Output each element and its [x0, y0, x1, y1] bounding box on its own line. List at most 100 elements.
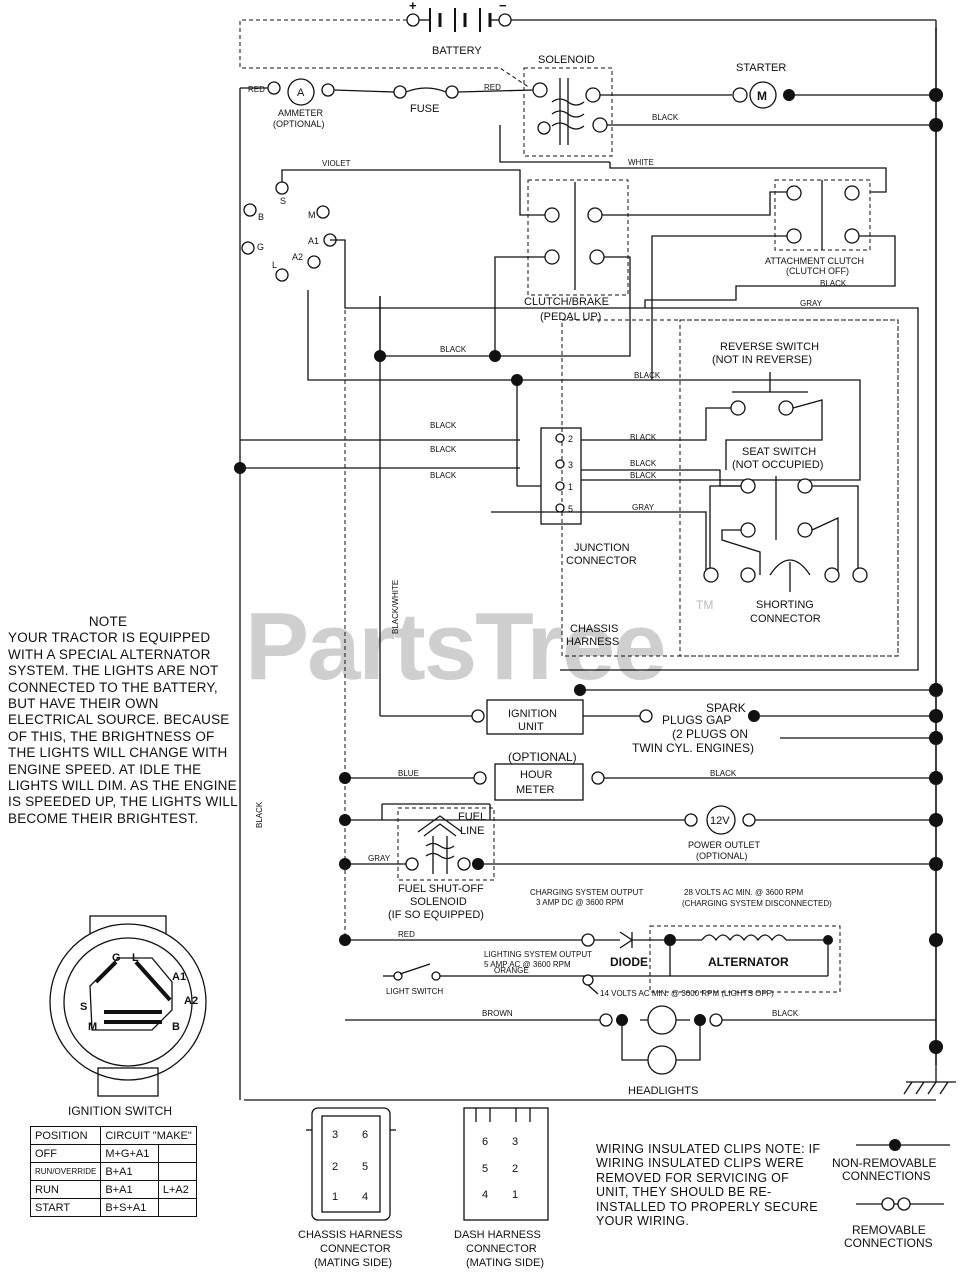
switch-face-m: M [88, 1021, 97, 1033]
wire-label-black-3: BLACK [440, 345, 467, 354]
chassis-pin-4: 4 [362, 1191, 368, 1203]
headlight-icon-1 [647, 1005, 677, 1035]
alternator-box [649, 925, 841, 993]
wire-label-black-2: BLACK [820, 279, 847, 288]
ignition-switch-label: IGNITION SWITCH [68, 1104, 172, 1118]
ammeter-optional: (OPTIONAL) [273, 119, 325, 129]
hour-meter [494, 763, 584, 801]
seat-switch-sub: (NOT OCCUPIED) [732, 459, 823, 471]
wire-label-blue: BLUE [398, 769, 419, 778]
spark-label-4: TWIN CYL. ENGINES) [632, 741, 754, 755]
dash-pin-2: 2 [512, 1163, 518, 1175]
table-cell: L+A2 [157, 1180, 197, 1199]
power-outlet-2: (OPTIONAL) [696, 851, 748, 861]
table-cell: OFF [29, 1144, 102, 1163]
spark-label-2: PLUGS GAP [662, 713, 731, 727]
non-removable-2: CONNECTIONS [842, 1169, 931, 1183]
battery-label: BATTERY [432, 45, 482, 57]
table-cell [157, 1198, 197, 1217]
clutch-brake-label: CLUTCH/BRAKE [524, 296, 609, 308]
fuel-solenoid-3: (IF SO EQUIPPED) [388, 909, 484, 921]
alternator-coil-icon [701, 934, 787, 942]
switch-face-a2: A2 [184, 995, 198, 1007]
removable-icon-2 [897, 1197, 911, 1211]
chassis-pin-2: 2 [332, 1161, 338, 1173]
wire-label-gray-1: GRAY [800, 299, 823, 308]
reverse-switch-sub: (NOT IN REVERSE) [712, 354, 812, 366]
shorting-connector-2: CONNECTOR [750, 613, 821, 625]
ignition-table: POSITION CIRCUIT "MAKE" OFF M+G+A1 RUN/O… [29, 1126, 197, 1217]
fuel-solenoid-2: SOLENOID [410, 896, 467, 908]
dash-pin-3: 3 [512, 1136, 518, 1148]
wire-label-black-13: BLACK [772, 1009, 799, 1018]
headlights-label: HEADLIGHTS [628, 1085, 698, 1097]
table-cell: B+S+A1 [100, 1198, 159, 1217]
dash-pin-5: 5 [482, 1163, 488, 1175]
attachment-clutch-label: ATTACHMENT CLUTCH [765, 256, 864, 266]
table-cell: M+G+A1 [100, 1144, 159, 1163]
ign-term-l: L [272, 260, 277, 270]
clips-note: WIRING INSULATED CLIPS NOTE: IF WIRING I… [596, 1142, 821, 1229]
hour-meter-opt: (OPTIONAL) [508, 750, 577, 764]
ac-14-label: 14 VOLTS AC MIN. @ 3600 RPM (LIGHTS OFF) [600, 989, 774, 998]
wire-label-brown: BROWN [482, 1009, 513, 1018]
note-body: YOUR TRACTOR IS EQUIPPED WITH A SPECIAL … [8, 630, 238, 826]
junction-pin-3: 3 [568, 460, 573, 470]
ground-icon [903, 1065, 956, 1095]
lighting-output-1: LIGHTING SYSTEM OUTPUT [484, 950, 592, 959]
switch-face-l: L [132, 952, 139, 964]
watermark-tm: TM [696, 598, 714, 612]
charging-output-1: CHARGING SYSTEM OUTPUT [530, 888, 643, 897]
chassis-harness-connector [306, 1107, 396, 1221]
chassis-conn-2: CONNECTOR [320, 1243, 391, 1255]
power-outlet-icon [706, 805, 736, 835]
shorting-connector-1: SHORTING [756, 599, 814, 611]
wire-label-black-12: BLACK [710, 769, 737, 778]
fuel-solenoid-1: FUEL SHUT-OFF [398, 883, 484, 895]
chassis-conn-3: (MATING SIDE) [314, 1257, 392, 1269]
wire-label-black-10: BLACK [630, 471, 657, 480]
wire-label-black-8: BLACK [630, 433, 657, 442]
light-switch-label: LIGHT SWITCH [386, 987, 443, 996]
alternator-label: ALTERNATOR [708, 955, 789, 969]
charging-output-2: 3 AMP DC @ 3600 RPM [536, 898, 624, 907]
non-removable-1: NON-REMOVABLE [832, 1156, 936, 1170]
removable-icon-1 [881, 1197, 895, 1211]
table-row: RUN/OVERRIDE B+A1 [29, 1162, 197, 1181]
table-row: OFF M+G+A1 [29, 1144, 197, 1163]
table-header: POSITION [29, 1126, 102, 1145]
ammeter-icon [287, 78, 315, 106]
spark-label-3: (2 PLUGS ON [672, 727, 748, 741]
wire-label-black-4: BLACK [634, 371, 661, 380]
note-block: NOTE YOUR TRACTOR IS EQUIPPED WITH A SPE… [8, 614, 238, 827]
table-header: CIRCUIT "MAKE" [100, 1126, 197, 1145]
dash-harness-connector [463, 1107, 549, 1221]
ignition-switch-face [49, 915, 207, 1097]
seat-switch-label: SEAT SWITCH [742, 446, 816, 458]
wire-label-white-1: WHITE [628, 158, 654, 167]
fuse-icon [405, 87, 447, 93]
ign-term-m: M [308, 210, 316, 220]
switch-face-b: B [172, 1021, 180, 1033]
battery-plus: + [409, 0, 417, 13]
ign-term-a2: A2 [292, 252, 303, 262]
power-outlet-v: 12V [710, 815, 730, 827]
starter-motor-icon [749, 81, 777, 109]
headlight-icon-2 [647, 1045, 677, 1075]
wire-label-orange: ORANGE [494, 966, 529, 975]
wire-label-gray-2: GRAY [632, 503, 655, 512]
ignition-unit-1: IGNITION [508, 708, 557, 720]
table-cell [157, 1162, 197, 1181]
dash-pin-6: 6 [482, 1136, 488, 1148]
hour-meter-1: HOUR [520, 769, 552, 781]
wire-label-red-1: RED [248, 85, 265, 94]
chassis-pin-1: 1 [332, 1191, 338, 1203]
battery-minus: − [499, 0, 507, 13]
table-cell: B+A1 [100, 1180, 159, 1199]
table-header-row: POSITION CIRCUIT "MAKE" [29, 1126, 197, 1145]
note-title: NOTE [88, 614, 128, 629]
table-cell: RUN/OVERRIDE [29, 1162, 102, 1181]
table-cell: START [29, 1198, 102, 1217]
removable-1: REMOVABLE [852, 1223, 926, 1237]
